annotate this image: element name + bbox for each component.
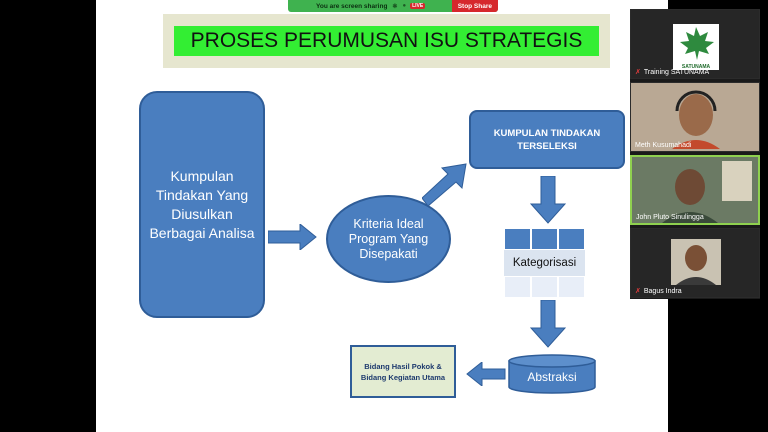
participant-name: John Pluto Sinulingga xyxy=(636,214,704,221)
abstraction-label: Abstraksi xyxy=(527,370,577,384)
categorization-label: Kategorisasi xyxy=(504,250,585,276)
selected-actions-box: KUMPULAN TINDAKAN TERSELEKSI xyxy=(469,110,625,169)
pin-icon[interactable]: ✱ xyxy=(392,3,398,10)
participant-tile[interactable]: ✗Bagus Indra xyxy=(630,228,760,298)
criteria-ellipse: Kriteria Ideal Program Yang Disepakati xyxy=(326,195,451,283)
satunama-logo: SATUNAMA xyxy=(673,24,719,70)
participant-name: ✗Training SATUNAMA xyxy=(635,69,710,76)
stop-share-button[interactable]: Stop Share xyxy=(451,0,498,12)
table-cell xyxy=(504,228,531,250)
participant-name: Meth Kusumahadi xyxy=(635,142,692,149)
arrow-right-1 xyxy=(268,224,317,250)
muted-mic-icon: ✗ xyxy=(635,69,641,76)
table-cell xyxy=(531,276,558,298)
participant-video xyxy=(656,89,736,149)
share-status-text: You are screen sharing xyxy=(316,2,388,10)
participant-tile-active[interactable]: John Pluto Sinulingga xyxy=(630,155,760,225)
arrow-left xyxy=(466,362,506,386)
arrow-diagonal-up xyxy=(422,163,467,207)
arrow-down-2 xyxy=(530,300,566,348)
table-cell xyxy=(558,228,585,250)
participant-video xyxy=(632,157,758,223)
participant-name: ✗Bagus Indra xyxy=(635,288,682,295)
participant-tile[interactable]: Meth Kusumahadi xyxy=(630,82,760,152)
slide-title-box: PROSES PERUMUSAN ISU STRATEGIS xyxy=(163,14,610,68)
categorization-table: Kategorisasi xyxy=(504,228,585,298)
arrow-down-1 xyxy=(530,176,566,224)
slide-title: PROSES PERUMUSAN ISU STRATEGIS xyxy=(174,26,599,56)
table-cell xyxy=(504,276,531,298)
logo-text: SATUNAMA xyxy=(681,64,711,70)
screen-share-bar: You are screen sharing ✱ ● LIVE Stop Sha… xyxy=(288,0,498,12)
table-cell xyxy=(531,228,558,250)
table-row xyxy=(504,276,585,298)
table-header-row xyxy=(504,228,585,250)
cylinder-shape xyxy=(508,354,596,394)
proposed-actions-box: Kumpulan Tindakan Yang Diusulkan Berbaga… xyxy=(139,91,265,318)
leaf-icon xyxy=(680,27,714,60)
live-badge: LIVE xyxy=(410,3,426,9)
participants-panel: SATUNAMA ✗Training SATUNAMA Meth Kusumah… xyxy=(630,9,760,299)
key-result-areas-box: Bidang Hasil Pokok & Bidang Kegiatan Uta… xyxy=(350,345,456,398)
participant-tile[interactable]: SATUNAMA ✗Training SATUNAMA xyxy=(630,9,760,79)
table-cell xyxy=(558,276,585,298)
muted-mic-icon: ✗ xyxy=(635,288,641,295)
participant-video xyxy=(671,239,721,285)
settings-icon[interactable]: ● xyxy=(402,3,407,9)
abstraction-cylinder: Abstraksi xyxy=(508,354,596,394)
stop-share-label: Stop Share xyxy=(457,2,492,10)
